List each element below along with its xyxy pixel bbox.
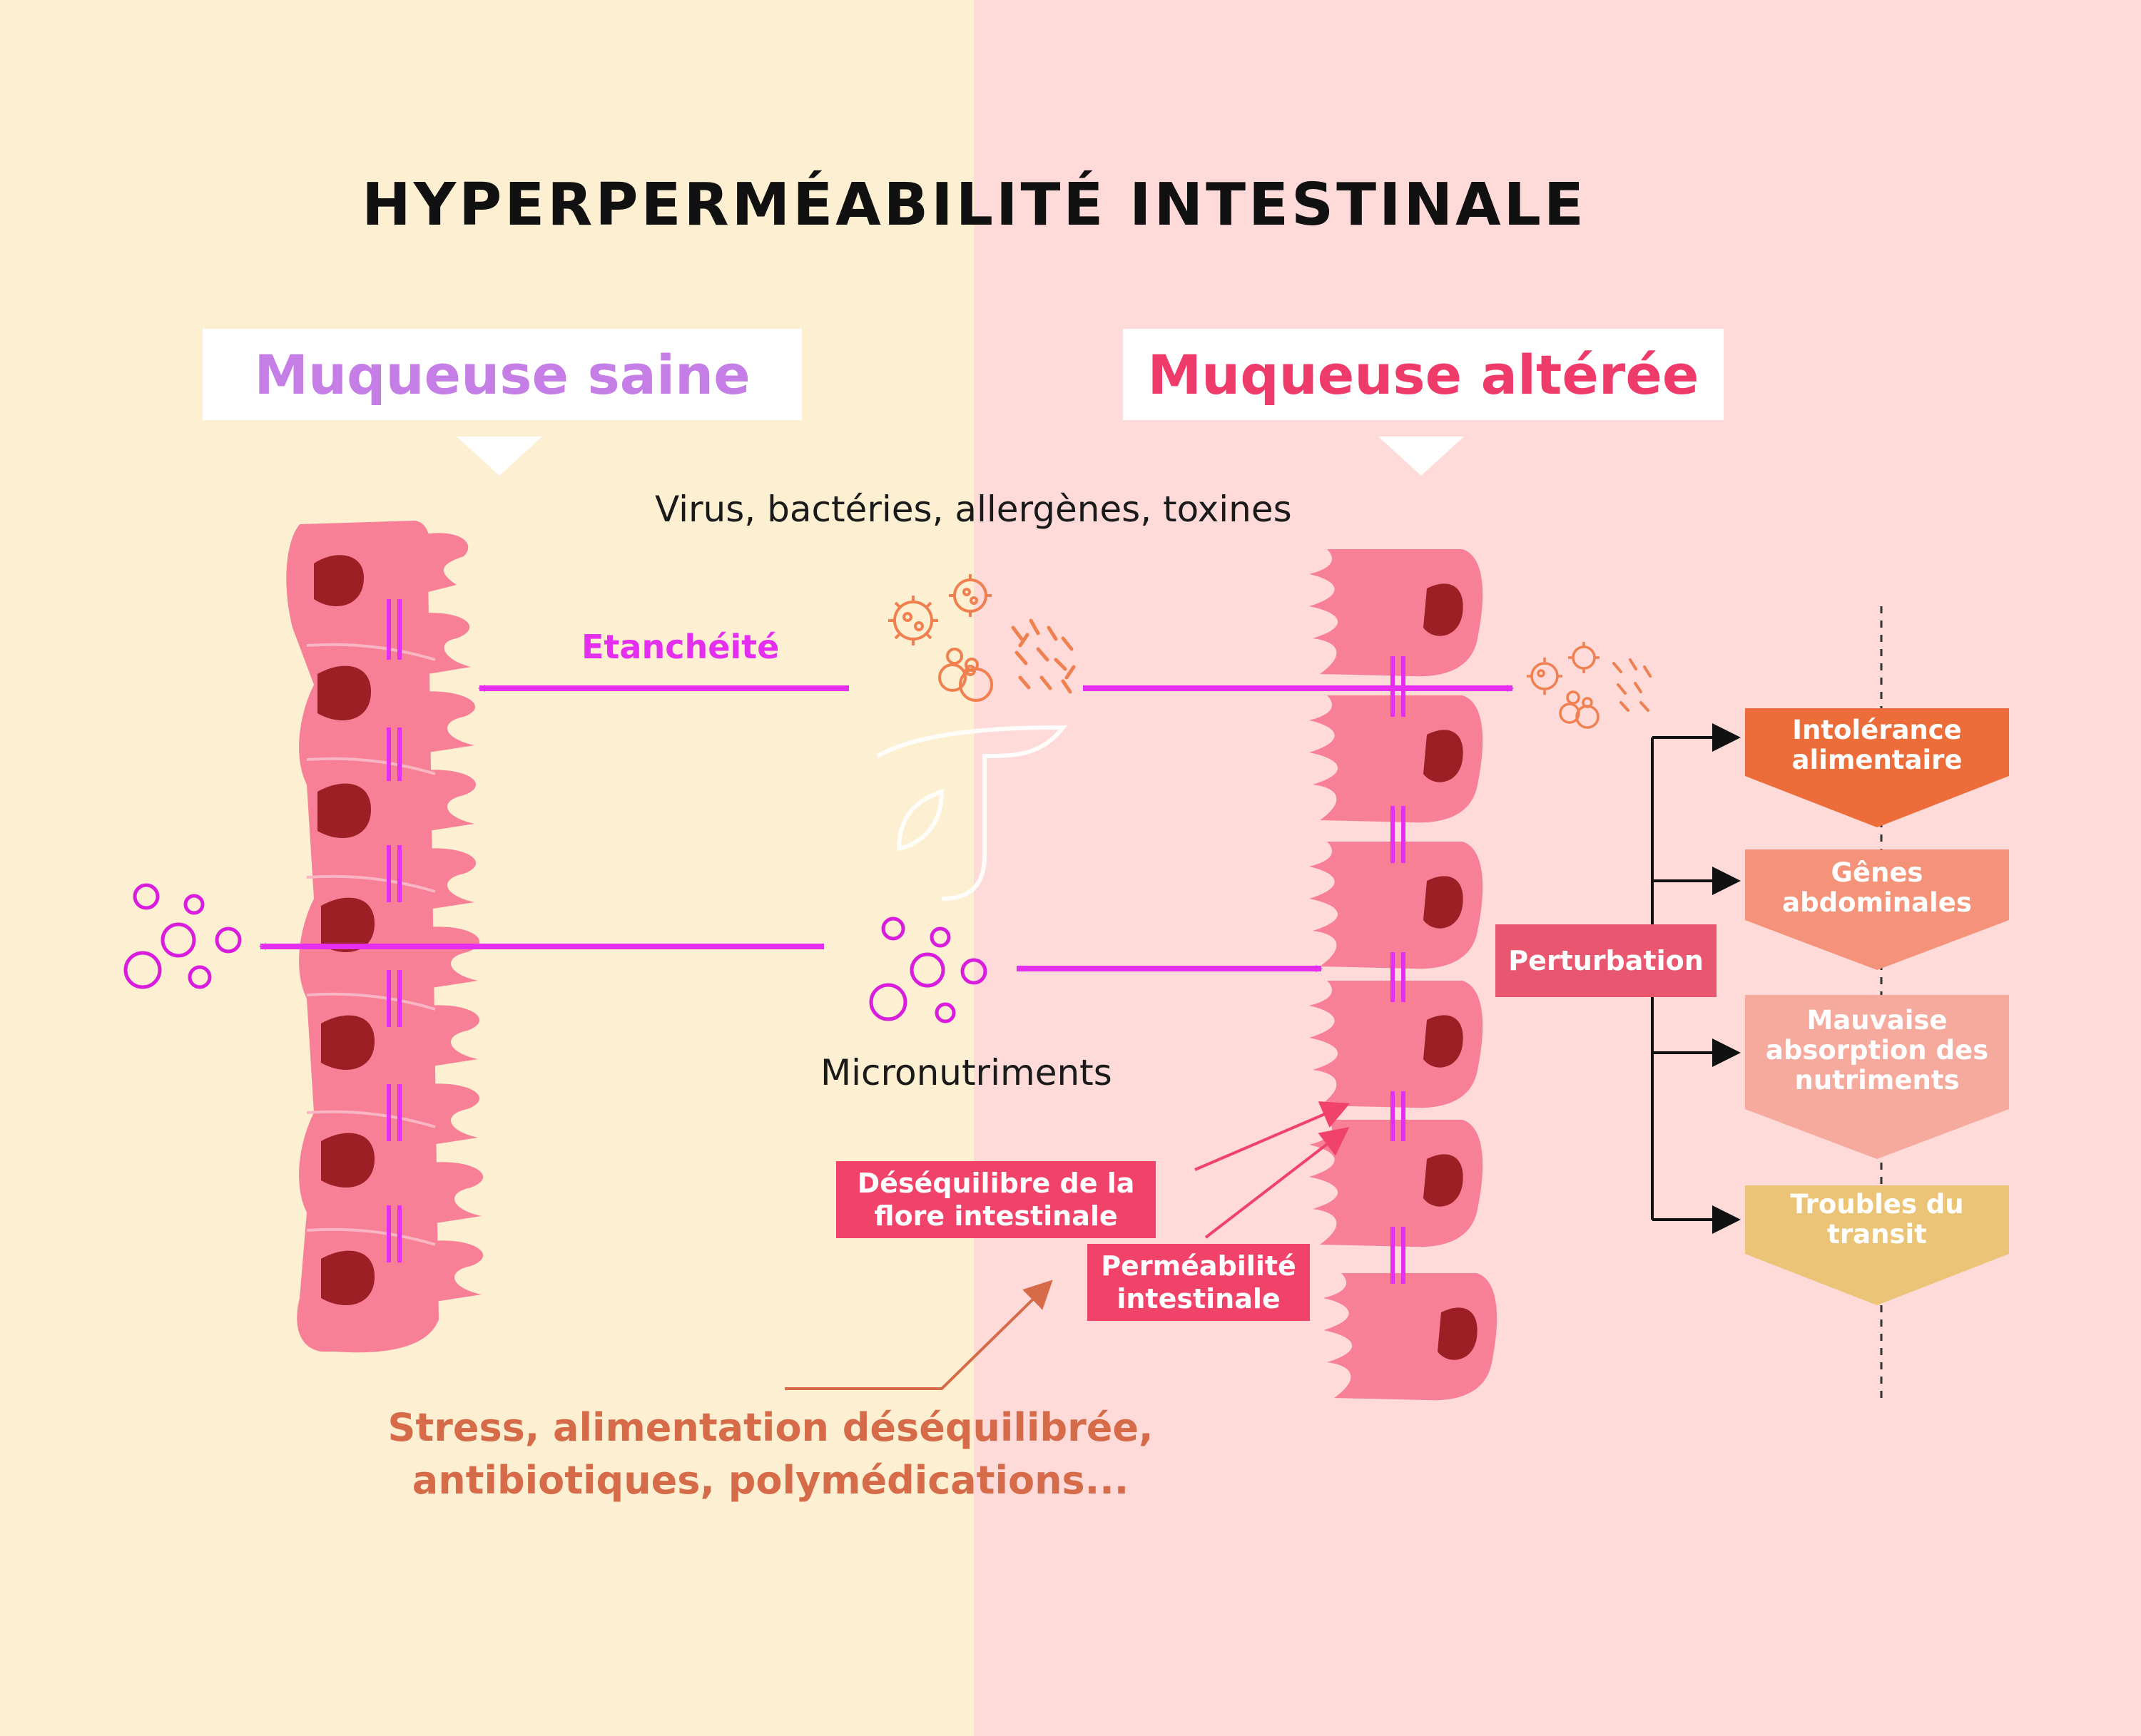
symptom-food-intolerance: Intolérance alimentaire	[1791, 715, 1963, 775]
header-pointer-altered	[1378, 436, 1464, 476]
permeability-pointer	[1204, 1127, 1350, 1239]
pathogens-label: Virus, bactéries, allergènes, toxines	[655, 489, 1292, 530]
causes-label: Stress, alimentation déséquilibrée, anti…	[387, 1405, 1154, 1503]
bubbles-icon-left	[123, 883, 242, 989]
tightness-label: Etanchéité	[581, 628, 780, 666]
virus-bacteria-icon-small	[1527, 642, 1652, 729]
bubbles-icon	[869, 916, 987, 1023]
header-pointer-healthy	[457, 436, 542, 476]
flora-pointer	[1194, 1101, 1351, 1171]
page-title: HYPERPERMÉABILITÉ INTESTINALE	[362, 171, 1587, 239]
disturbance-tag: Perturbation	[1495, 924, 1717, 997]
symptom-poor-absorption: Mauvaise absorption des nutriments	[1765, 1005, 1989, 1096]
leaf-logo-icon	[876, 725, 1068, 901]
symptom-shape-2	[1745, 849, 2009, 970]
virus-bacteria-icon	[888, 574, 1076, 702]
healthy-epithelium	[286, 521, 484, 1353]
symptom-transit-disorders: Troubles du transit	[1790, 1189, 1964, 1250]
symptom-shape-1	[1745, 708, 2009, 827]
symptom-abdominal-discomfort: Gênes abdominales	[1782, 857, 1972, 918]
micronutrients-label: Micronutriments	[820, 1052, 1112, 1093]
causes-arrow	[785, 1280, 1053, 1390]
permeability-tag: Perméabilité intestinale	[1087, 1244, 1310, 1321]
healthy-background	[0, 0, 974, 1736]
header-healthy-mucosa: Muqueuse saine	[203, 329, 802, 420]
header-altered-mucosa: Muqueuse altérée	[1123, 329, 1724, 420]
symptom-shape-3	[1745, 995, 2009, 1159]
flora-imbalance-tag: Déséquilibre de la flore intestinale	[836, 1161, 1156, 1238]
altered-epithelium	[1309, 549, 1497, 1401]
symptom-shape-4	[1745, 1185, 2009, 1305]
